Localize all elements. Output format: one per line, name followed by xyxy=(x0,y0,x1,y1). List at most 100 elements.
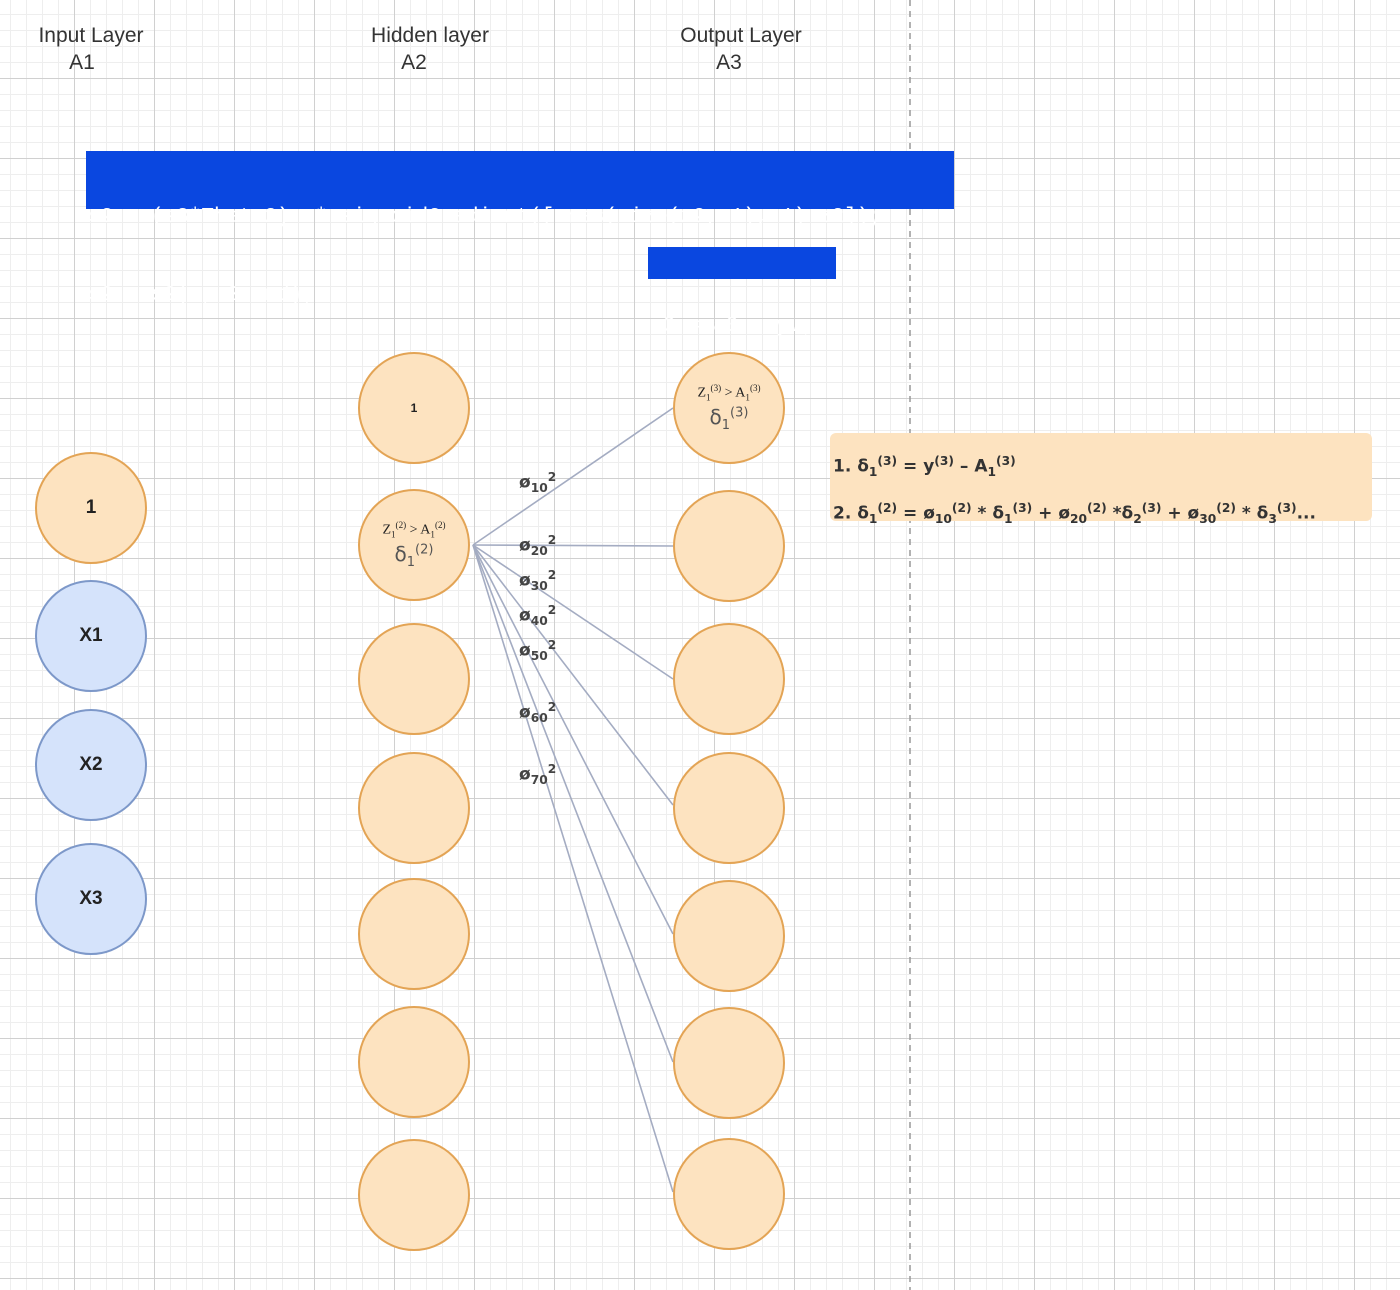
equation-subscript: 1 xyxy=(868,512,878,527)
weight-superscript: 2 xyxy=(547,533,557,547)
z-superscript: (3) xyxy=(710,383,722,394)
output-node-1: Z1(3) > A1(3) δ1(3) xyxy=(673,352,785,464)
equation-text: * δ xyxy=(1235,503,1269,524)
equation-text: = ø xyxy=(897,503,935,524)
edge-hidden1-output1 xyxy=(472,407,674,546)
weight-label-60: ø602 xyxy=(519,700,556,725)
equation-superscript: (2) xyxy=(1216,501,1236,516)
weight-superscript: 2 xyxy=(547,603,557,617)
equation-text: = y xyxy=(897,456,935,477)
weight-label-50: ø502 xyxy=(519,638,556,663)
delta-superscript: (2) xyxy=(415,542,434,558)
node-label: X2 xyxy=(79,754,103,775)
weight-subscript: 30 xyxy=(530,579,548,594)
hidden-node-4 xyxy=(358,878,470,990)
output-node-6 xyxy=(673,1007,785,1119)
weight-label-20: ø202 xyxy=(519,533,556,558)
equation-text: ... xyxy=(1296,503,1316,524)
input-node-x2: X2 xyxy=(35,709,147,821)
edge-hidden1-output7 xyxy=(472,544,674,1193)
a-superscript: (2) xyxy=(434,520,446,531)
equation-subscript: 1 xyxy=(1004,512,1013,527)
weight-subscript: 70 xyxy=(530,773,548,788)
input-layer-title: Input Layer A1 xyxy=(0,22,191,76)
node-delta-label: δ1(3) xyxy=(710,405,749,433)
hidden-layer-title: Hidden layer A2 xyxy=(330,22,530,76)
weight-label-40: ø402 xyxy=(519,603,556,628)
weight-superscript: 2 xyxy=(547,762,557,776)
weight-symbol: ø xyxy=(519,702,531,723)
weight-subscript: 20 xyxy=(530,544,548,559)
equation-subscript: 20 xyxy=(1070,512,1088,527)
equation-superscript: (2) xyxy=(877,501,898,516)
weight-label-30: ø302 xyxy=(519,568,556,593)
z-superscript: (2) xyxy=(395,520,407,531)
z-subscript: 1 xyxy=(706,392,711,403)
input-node-x3: X3 xyxy=(35,843,147,955)
equation-superscript: (2) xyxy=(1087,501,1107,516)
output-layer-title: Output Layer A3 xyxy=(641,22,841,76)
equation-text: 2. δ xyxy=(833,503,869,524)
equation-superscript: (2) xyxy=(951,501,972,516)
delta-subscript: 1 xyxy=(406,554,416,570)
output-node-3 xyxy=(673,623,785,735)
hidden-node-2 xyxy=(358,623,470,735)
delta-symbol: δ xyxy=(394,541,407,566)
node-label: 1 xyxy=(85,497,97,518)
input-node-x1: X1 xyxy=(35,580,147,692)
code-line-1: s2 = (s3*Theta2) .* sigmoidGradient([one… xyxy=(88,206,882,229)
equation-subscript: 30 xyxy=(1199,512,1217,527)
arrow-symbol: > xyxy=(406,522,421,538)
weight-symbol: ø xyxy=(519,764,531,785)
output-node-7 xyxy=(673,1138,785,1250)
z-symbol: Z xyxy=(697,385,706,401)
edge-hidden1-output3 xyxy=(472,544,674,680)
input-node-bias: 1 xyxy=(35,452,147,564)
equation-subscript: 3 xyxy=(1268,512,1277,527)
hidden-node-3 xyxy=(358,752,470,864)
equation-superscript: (3) xyxy=(877,454,898,468)
equation-superscript: (3) xyxy=(1012,501,1033,516)
equation-superscript: (3) xyxy=(934,454,954,468)
weight-label-70: ø702 xyxy=(519,762,556,787)
output-layer-label: Output Layer xyxy=(680,24,802,47)
a-symbol: A xyxy=(420,522,431,538)
equation-text: + ø xyxy=(1032,503,1070,524)
weight-subscript: 60 xyxy=(530,711,548,726)
equation-subscript: 10 xyxy=(934,512,952,527)
equation-subscript: 1 xyxy=(868,465,878,480)
z-symbol: Z xyxy=(382,522,391,538)
hidden-layer-label: Hidden layer xyxy=(371,24,489,47)
code-block-s2: s2 = (s3*Theta2) .* sigmoidGradient([one… xyxy=(86,151,954,307)
weight-superscript: 2 xyxy=(547,700,557,714)
hidden-node-6 xyxy=(358,1139,470,1251)
edge-hidden1-output4 xyxy=(472,544,674,806)
equation-text: – A xyxy=(953,456,988,477)
code-line-2: s2 = s2(:, 2:end); xyxy=(88,284,315,307)
output-layer-name: A3 xyxy=(716,51,742,74)
code-block-s3: s3 = a3 - yv; xyxy=(648,247,836,338)
equation-superscript: (3) xyxy=(996,454,1016,468)
code-line-s3: s3 = a3 - yv; xyxy=(650,315,814,338)
equation-2: 2. δ1(2) = ø10(2) * δ1(3) + ø20(2) *δ2(3… xyxy=(833,490,1372,537)
weight-symbol: ø xyxy=(519,472,531,493)
equation-text: *δ xyxy=(1106,503,1134,524)
edge-group xyxy=(472,407,674,1193)
weight-symbol: ø xyxy=(519,535,531,556)
weight-label-10: ø102 xyxy=(519,470,556,495)
node-label: 1 xyxy=(410,401,418,415)
output-node-2 xyxy=(673,490,785,602)
hidden-node-5 xyxy=(358,1006,470,1118)
equation-subscript: 1 xyxy=(987,465,996,480)
equations-box: 1. δ1(3) = y(3) – A1(3) 2. δ1(2) = ø10(2… xyxy=(830,433,1372,526)
equation-superscript: (3) xyxy=(1276,501,1297,516)
weight-subscript: 40 xyxy=(530,614,548,629)
delta-symbol: δ xyxy=(709,404,722,429)
edge-hidden1-output5 xyxy=(472,544,674,935)
equation-text: 1. δ xyxy=(833,456,869,477)
output-node-5 xyxy=(673,880,785,992)
weight-subscript: 10 xyxy=(530,481,548,496)
a-symbol: A xyxy=(735,385,746,401)
output-node-4 xyxy=(673,752,785,864)
